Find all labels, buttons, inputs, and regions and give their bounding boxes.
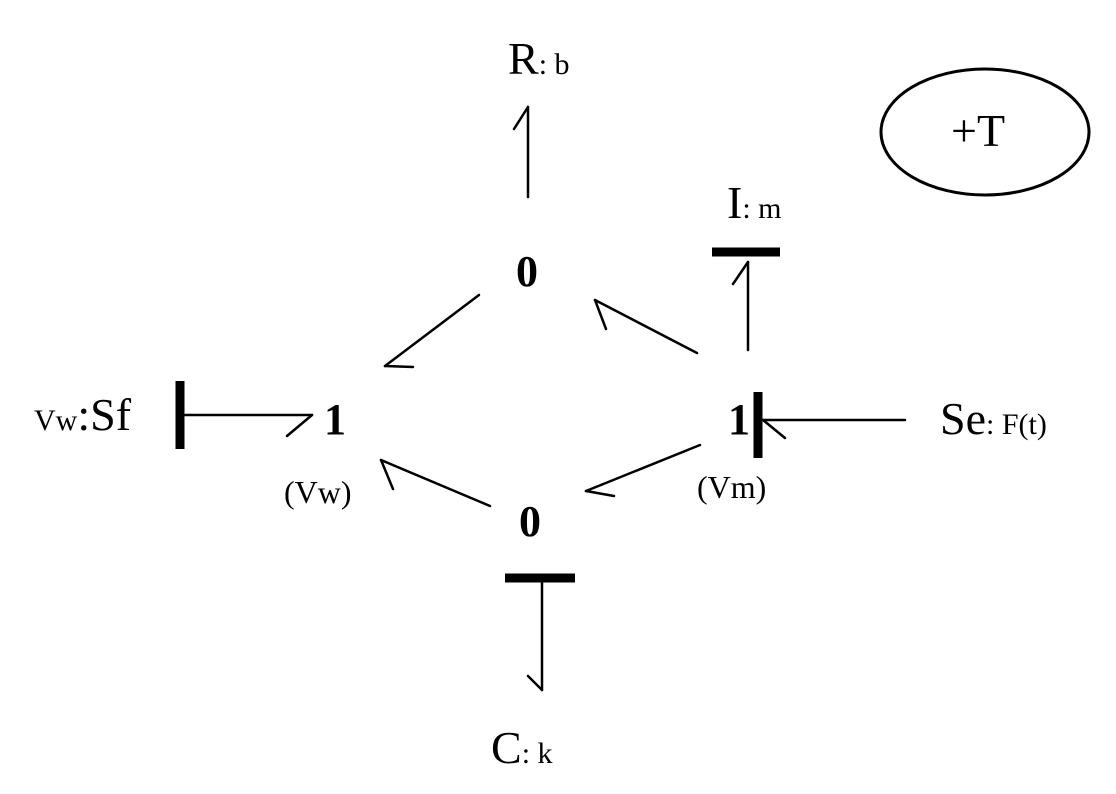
bond-0bottom-to-C bbox=[526, 581, 544, 692]
label-C: C: k bbox=[491, 725, 553, 771]
orientation-label: +T bbox=[951, 105, 1006, 156]
bond-1right-to-0top bbox=[593, 298, 699, 355]
junction-1-right-variable: (Vm) bbox=[697, 469, 767, 505]
bond-Sf-to-1left bbox=[183, 413, 314, 438]
bond-Se-to-1right bbox=[761, 418, 907, 440]
junction-0-top: 0 bbox=[516, 247, 538, 296]
junction-1-right: 1 bbox=[728, 395, 750, 444]
junction-0-bottom: 0 bbox=[519, 497, 541, 546]
label-Se: Se: F(t) bbox=[940, 396, 1047, 442]
label-R-main: R bbox=[508, 33, 539, 84]
label-Sf: Vw:Sf bbox=[34, 392, 131, 438]
label-C-sub: : k bbox=[521, 737, 553, 770]
label-I-main: I bbox=[727, 177, 743, 228]
label-R: R: b bbox=[508, 36, 570, 82]
junction-1-left-variable: (Vw) bbox=[284, 474, 352, 510]
bond-0bottom-to-1left bbox=[379, 458, 492, 508]
label-R-sub: : b bbox=[538, 48, 570, 81]
label-Se-sub: : F(t) bbox=[986, 408, 1047, 441]
bond-1right-to-0bottom bbox=[584, 443, 702, 498]
label-Sf-main: :Sf bbox=[77, 389, 132, 440]
orientation-ellipse bbox=[879, 67, 1091, 197]
bond-1right-to-I bbox=[731, 260, 750, 352]
label-C-main: C bbox=[491, 722, 522, 773]
bond-0top-to-R bbox=[512, 105, 530, 199]
label-Sf-pre: Vw bbox=[34, 404, 78, 437]
label-Se-main: Se bbox=[940, 393, 986, 444]
label-I: I: m bbox=[727, 180, 782, 226]
label-I-sub: : m bbox=[742, 192, 782, 225]
junction-1-left: 1 bbox=[324, 395, 346, 444]
bond-1left-to-0top bbox=[383, 293, 481, 369]
